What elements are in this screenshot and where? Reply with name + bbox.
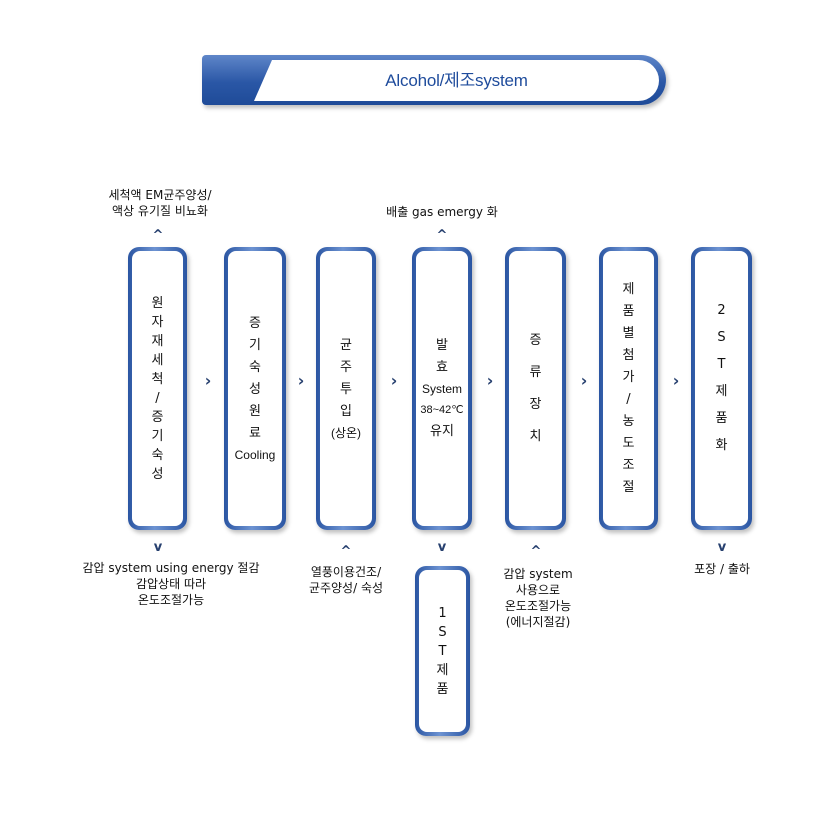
- box-text: 원: [151, 295, 164, 311]
- box-text: 증: [151, 409, 164, 425]
- box-text: /: [626, 391, 631, 407]
- box-text: (상온): [330, 425, 362, 440]
- box-text: 품: [622, 303, 635, 319]
- chevron-down-icon: v: [717, 540, 727, 555]
- box-text: 류: [529, 364, 542, 380]
- box-text: 품: [436, 681, 449, 697]
- box-text: S: [438, 624, 447, 640]
- chevron-down-icon: v: [437, 540, 447, 555]
- box-text: 투: [340, 381, 352, 397]
- box-text: S: [717, 330, 726, 345]
- title-banner-panel: [254, 60, 659, 101]
- flow-arrow-right-icon: ›: [486, 371, 494, 390]
- box-text: 유지: [430, 423, 454, 439]
- chevron-up-icon: ^: [436, 228, 448, 243]
- box-text: 원: [249, 403, 261, 419]
- box-text: 발: [436, 337, 448, 353]
- box-text: 기: [249, 337, 261, 353]
- box-text: 증: [529, 332, 542, 348]
- box-text: 품: [715, 411, 728, 426]
- box-text: 자: [151, 314, 164, 330]
- page-title: Alcohol/제조system: [385, 71, 528, 90]
- chevron-up-icon: ^: [152, 228, 164, 243]
- box-text: 화: [715, 438, 728, 453]
- process-box-distillation: 증 류 장 치: [505, 247, 566, 530]
- box-text: 료: [249, 425, 261, 441]
- box-text: T: [717, 357, 726, 372]
- box-text: 제: [622, 281, 635, 297]
- box-text: 주: [340, 359, 352, 375]
- box-text: 성: [249, 381, 261, 397]
- box-text: 척: [151, 371, 164, 387]
- box-text: 증: [249, 315, 261, 331]
- flow-arrow-right-icon: ›: [390, 371, 398, 390]
- process-box-1st-product: 1 S T 제 품: [415, 566, 470, 736]
- box-text: System: [421, 381, 462, 396]
- process-box-fermentation: 발 효 System 38~42℃ 유지: [412, 247, 472, 530]
- box-text: 38~42℃: [420, 403, 464, 416]
- box-text: 장: [529, 396, 542, 412]
- box-text: 조: [622, 457, 635, 473]
- note-bottom-packing: 포장 / 출하: [694, 562, 750, 576]
- box-text: 2: [717, 303, 726, 318]
- box-text: 가: [622, 369, 635, 385]
- box-text: Cooling: [234, 447, 276, 462]
- box-text: 제: [715, 384, 728, 399]
- flow-arrow-right-icon: ›: [297, 371, 305, 390]
- note-bottom-vacuum: 감압 system using energy 절감 감압상태 따라 온도조절가능: [82, 561, 260, 607]
- chevron-down-icon: v: [153, 540, 163, 555]
- box-text: 별: [622, 325, 635, 341]
- box-text: 1: [438, 605, 447, 621]
- flow-arrow-right-icon: ›: [204, 371, 212, 390]
- box-text: 숙: [151, 447, 164, 463]
- flow-arrow-right-icon: ›: [672, 371, 680, 390]
- box-text: 효: [436, 359, 448, 375]
- box-text: 제: [436, 662, 449, 678]
- box-text: 숙: [249, 359, 261, 375]
- box-text: 재: [151, 333, 164, 349]
- box-text: T: [438, 643, 447, 659]
- process-box-additive-adjust: 제 품 별 첨 가 / 농 도 조 절: [599, 247, 658, 530]
- box-text: 성: [151, 466, 164, 482]
- process-box-raw-wash: 원 자 재 세 척 / 증 기 숙 성: [128, 247, 187, 530]
- box-text: 세: [151, 352, 164, 368]
- box-text: /: [155, 390, 160, 406]
- note-bottom-distill: 감압 system 사용으로 온도조절가능 (에너지절감): [503, 567, 573, 629]
- box-text: 입: [340, 403, 352, 419]
- box-text: 농: [622, 413, 635, 429]
- chevron-up-icon: ^: [530, 544, 542, 559]
- chevron-up-icon: ^: [340, 544, 352, 559]
- box-text: 기: [151, 428, 164, 444]
- note-top-wash: 세척액 EM균주양성/ 액상 유기질 비뇨화: [108, 188, 212, 218]
- process-box-steam-cooling: 증 기 숙 성 원 료 Cooling: [224, 247, 286, 530]
- box-text: 치: [529, 428, 542, 444]
- note-bottom-drying: 열풍이용건조/ 균주양성/ 숙성: [308, 565, 384, 595]
- process-box-2st-product: 2 S T 제 품 화: [691, 247, 752, 530]
- flow-arrow-right-icon: ›: [580, 371, 588, 390]
- box-text: 절: [622, 479, 635, 495]
- process-box-culture-input: 균 주 투 입 (상온): [316, 247, 376, 530]
- note-top-gas: 배출 gas emergy 화: [386, 205, 498, 219]
- box-text: 도: [622, 435, 635, 451]
- box-text: 균: [340, 337, 352, 353]
- box-text: 첨: [622, 347, 635, 363]
